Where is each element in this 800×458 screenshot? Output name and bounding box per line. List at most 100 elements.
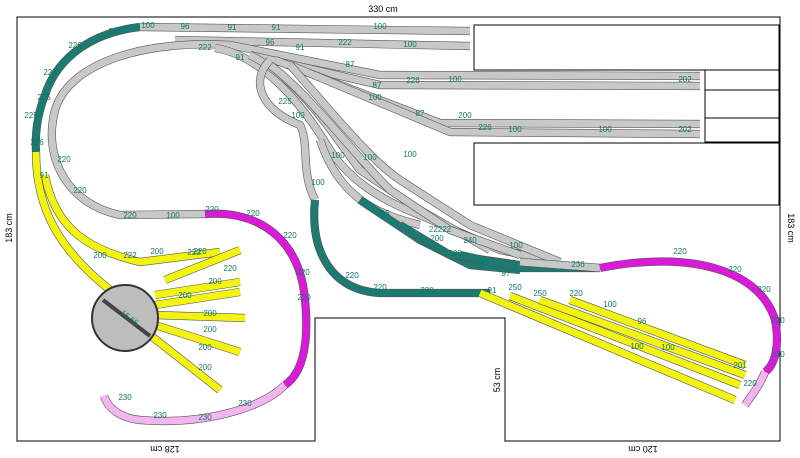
track-length-label: 91 xyxy=(236,53,245,62)
track-length-label: 200 xyxy=(430,234,444,243)
track-length-label: 220 xyxy=(193,247,207,256)
track-length-label: 225 xyxy=(108,27,122,36)
track-length-label: 226 xyxy=(43,68,57,77)
track-length-label: 100 xyxy=(166,211,180,220)
fiddle-yard-box xyxy=(704,89,780,119)
track-diagonal-4[interactable] xyxy=(287,62,562,266)
track-right-loop-pink[interactable] xyxy=(742,370,769,408)
track-length-label: 230 xyxy=(238,399,252,408)
track-length-label: 96 xyxy=(266,38,275,47)
track-length-label: 100 xyxy=(403,150,417,159)
track-length-label: 220 xyxy=(757,285,771,294)
track-length-label: 91 xyxy=(488,286,497,295)
track-length-label: 200 xyxy=(458,111,472,120)
track-diagonal-3[interactable] xyxy=(267,62,522,259)
track-length-label: 87 xyxy=(346,60,355,69)
track-length-label: 200 xyxy=(203,325,217,334)
track-length-label: 22222 xyxy=(429,225,452,234)
track-yellow-ladder-3[interactable] xyxy=(538,296,747,379)
track-length-label: 97 xyxy=(502,269,511,278)
track-yard-1[interactable] xyxy=(139,23,471,35)
track-length-label: 96 xyxy=(638,317,647,326)
track-length-label: 200 xyxy=(198,363,212,372)
track-length-label: 230 xyxy=(198,413,212,422)
track-length-label: 230 xyxy=(771,350,785,359)
track-right-feed[interactable] xyxy=(519,258,601,272)
track-length-label: 225 xyxy=(37,93,51,102)
track-length-label: 91 xyxy=(228,23,237,32)
track-length-label: 220 xyxy=(569,289,583,298)
track-yellow-ladder-1[interactable] xyxy=(478,289,737,404)
track-length-label: 230 xyxy=(153,411,167,420)
track-lower-teal[interactable] xyxy=(310,199,490,297)
track-yellow-ladder-2[interactable] xyxy=(508,292,742,389)
track-length-label: 220 xyxy=(728,265,742,274)
track-outer-loop-teal[interactable] xyxy=(32,23,141,153)
track-spur-2[interactable] xyxy=(154,288,241,309)
track-spur-4[interactable] xyxy=(153,321,242,356)
track-length-label: 87 xyxy=(416,109,425,118)
track-layer xyxy=(31,22,782,426)
track-length-label: 200 xyxy=(178,291,192,300)
track-length-label: 91 xyxy=(296,43,305,52)
track-spur-1[interactable] xyxy=(154,278,241,299)
track-length-label: 220 xyxy=(283,231,297,240)
track-spur-6[interactable] xyxy=(163,246,242,284)
track-spur-3[interactable] xyxy=(154,311,246,322)
fiddle-yard-structures xyxy=(473,24,780,206)
track-length-label: 220 xyxy=(771,316,785,325)
track-length-label: 200 xyxy=(203,309,217,318)
track-length-label: 236 xyxy=(571,260,585,269)
track-length-label: 100 xyxy=(448,75,462,84)
track-label-layer: 100 96 91 91 100 100 225 226 226 225 225 236 222 222 9… xyxy=(24,21,785,422)
track-left-arc-pink[interactable] xyxy=(100,382,288,425)
track-middle-loop[interactable] xyxy=(256,57,319,202)
track-length-label: 100 xyxy=(368,93,382,102)
track-length-label: 220 xyxy=(246,209,260,218)
track-length-label: 100 xyxy=(508,125,522,134)
track-length-label: 225 xyxy=(24,111,38,120)
track-length-label: 202 xyxy=(678,75,692,84)
track-length-label: 220 xyxy=(296,268,310,277)
track-length-label: 200 xyxy=(448,249,462,258)
track-length-label: 100 xyxy=(661,343,675,352)
track-length-label: 225 xyxy=(278,97,292,106)
track-length-label: 100 xyxy=(311,178,325,187)
track-right-loop-magenta[interactable] xyxy=(599,258,781,375)
fiddle-yard-box xyxy=(704,117,780,143)
track-length-label: 250 xyxy=(533,289,547,298)
track-yellow-ladder-4[interactable] xyxy=(568,296,747,369)
bottom-right-width-label: 120 cm xyxy=(628,444,658,454)
track-length-label: 100 xyxy=(331,151,345,160)
track-left-yellow-1[interactable] xyxy=(32,151,113,293)
track-length-label: 100 xyxy=(403,40,417,49)
track-length-label: 222 xyxy=(123,251,137,260)
track-inner-loop[interactable] xyxy=(48,40,231,219)
track-left-arc-magenta[interactable] xyxy=(204,210,310,388)
track-length-label: 220 xyxy=(743,379,757,388)
track-length-label: 87 xyxy=(373,81,382,90)
bottom-left-width-label: 128 cm xyxy=(150,444,180,454)
track-length-label: 250 xyxy=(508,283,522,292)
track-length-label: 226 xyxy=(478,123,492,132)
track-left-yellow-2[interactable] xyxy=(41,174,221,266)
track-spur-5[interactable] xyxy=(147,332,223,393)
track-length-label: 100 xyxy=(363,153,377,162)
track-length-label: 96 xyxy=(181,22,190,31)
baseboard-edge xyxy=(16,16,781,442)
track-yard-3[interactable] xyxy=(229,41,701,80)
track-length-label: 220 xyxy=(420,286,434,295)
turntable-bridge[interactable] xyxy=(101,298,152,338)
track-length-label: 200 xyxy=(208,277,222,286)
dimension-labels: 330 cm 183 cm 183 cm 53 cm 128 cm 120 cm xyxy=(4,4,796,454)
fiddle-yard-box xyxy=(473,24,780,71)
track-yard-6[interactable] xyxy=(288,61,701,138)
track-length-label: 200 xyxy=(150,247,164,256)
track-diagonal-1[interactable] xyxy=(214,44,561,266)
track-length-label: 222 xyxy=(198,43,212,52)
fiddle-yard-box xyxy=(704,69,780,91)
track-length-label: 226 xyxy=(68,41,82,50)
track-length-label: 100 xyxy=(598,125,612,134)
turntable[interactable]: 15,55 xyxy=(91,284,159,352)
track-length-label: 222 xyxy=(187,248,201,257)
